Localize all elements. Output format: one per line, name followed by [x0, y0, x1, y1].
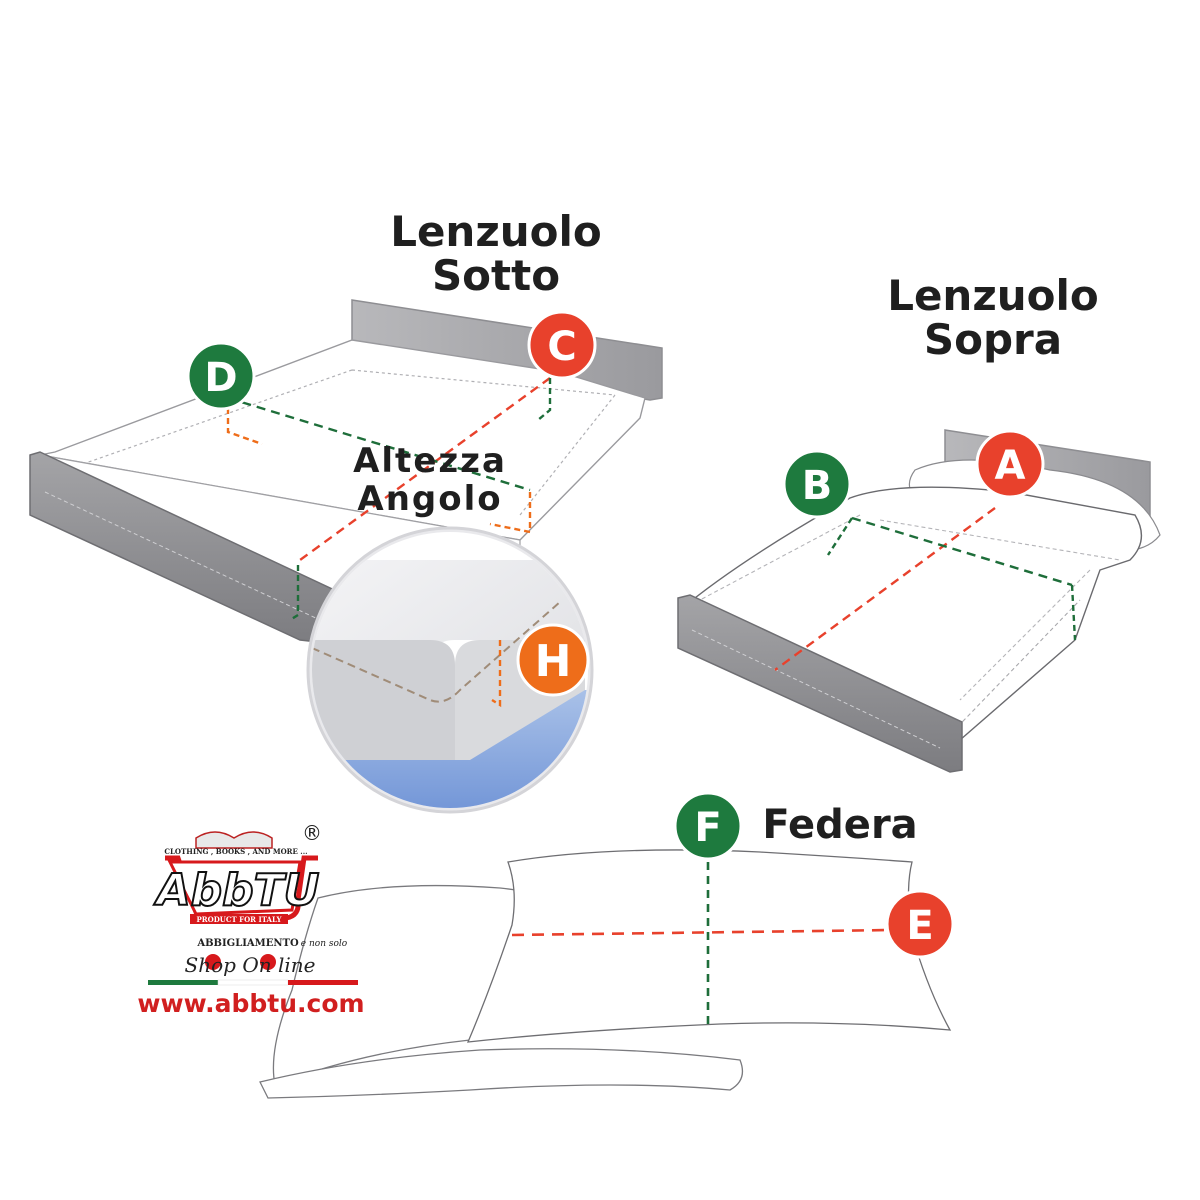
label-bottom-sheet-line2: Sotto	[432, 251, 560, 300]
right-footboard	[677, 594, 963, 773]
measure-line-c-corner	[537, 378, 552, 421]
logo-website: www.abbtu.com	[137, 989, 364, 1018]
svg-text:C: C	[547, 324, 576, 370]
label-corner-height-line2: Angolo	[357, 479, 502, 519]
measure-line-b-drop-left	[826, 517, 854, 556]
svg-text:F: F	[694, 805, 721, 851]
corner-zoom-circle	[306, 526, 594, 814]
svg-text:CLOTHING , BOOKS , AND MORE ..: CLOTHING , BOOKS , AND MORE ...	[164, 847, 307, 856]
badge-b: B	[782, 449, 852, 519]
logo-registered-mark: ®	[302, 821, 322, 845]
svg-text:PRODUCT FOR ITALY: PRODUCT FOR ITALY	[197, 915, 283, 924]
measure-line-a	[774, 507, 996, 671]
badge-f: F	[673, 791, 743, 861]
label-pillowcase: Federa	[762, 802, 917, 848]
logo-shop-text: Shop On line	[185, 953, 316, 977]
label-top-sheet-line1: Lenzuolo	[887, 271, 1099, 320]
badge-c: C	[527, 310, 597, 380]
measure-line-c	[299, 377, 551, 561]
label-corner-height-line1: Altezza	[353, 441, 507, 481]
measure-line-d	[227, 396, 531, 492]
bottom-sheet-bed	[29, 299, 663, 646]
top-sheet-bed	[677, 429, 1161, 773]
badge-h: H	[516, 623, 590, 697]
measure-line-h-corner	[489, 492, 532, 534]
measure-line-e	[511, 928, 893, 937]
svg-text:ABBIGLIAMENTO: ABBIGLIAMENTO	[196, 938, 299, 949]
badge-e: E	[885, 889, 955, 959]
svg-text:B: B	[802, 463, 833, 509]
measure-line-green-drop	[289, 565, 300, 622]
logo-wordmark: AbbTU	[154, 865, 320, 916]
pillowcases	[259, 849, 952, 1099]
measure-line-d-corner	[226, 408, 263, 446]
svg-text:D: D	[204, 355, 237, 401]
measure-line-b	[851, 516, 1073, 587]
svg-text:e non solo: e non solo	[301, 939, 348, 949]
label-top-sheet-line2: Sopra	[924, 315, 1062, 364]
badge-a: A	[975, 429, 1045, 499]
abbtu-logo: CLOTHING , BOOKS , AND MORE ... ® AbbTU …	[137, 821, 364, 1018]
logo-book-icon	[195, 831, 273, 849]
svg-text:A: A	[995, 443, 1026, 489]
right-sheet	[678, 486, 1143, 761]
pillow-front	[466, 849, 952, 1043]
svg-text:H: H	[535, 636, 572, 687]
left-mattress-dotted	[79, 369, 616, 516]
label-bottom-sheet-line1: Lenzuolo	[390, 207, 602, 256]
svg-text:E: E	[906, 903, 933, 949]
pillow-back-bottom	[259, 1048, 744, 1099]
badge-d: D	[186, 341, 256, 411]
measure-line-b-drop-right	[1070, 584, 1077, 641]
